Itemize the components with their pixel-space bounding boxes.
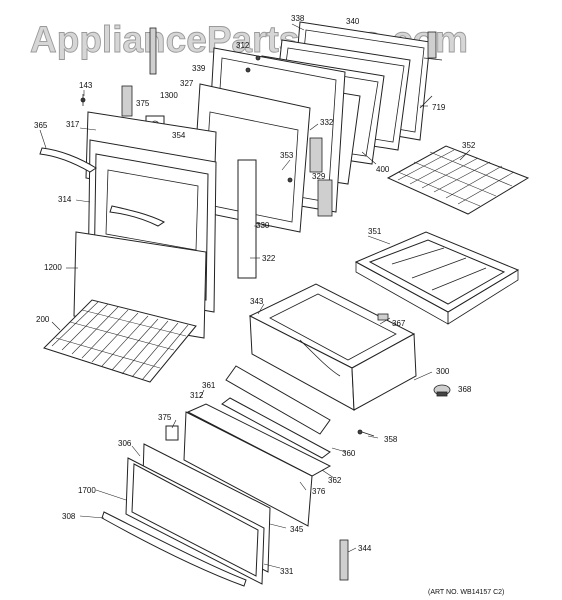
callout-322: 322 — [262, 254, 276, 263]
callout-340: 340 — [346, 17, 360, 26]
callout-200: 200 — [36, 315, 50, 324]
door-inner-panels — [191, 21, 431, 233]
broiler-pan — [354, 231, 520, 325]
callout-344: 344 — [358, 544, 372, 553]
broiler-rack — [386, 145, 530, 215]
callout-719: 719 — [432, 103, 446, 112]
callout-339: 339 — [192, 64, 206, 73]
callout-332: 332 — [320, 118, 334, 127]
callout-338: 338 — [291, 14, 305, 23]
leader-lines — [39, 23, 471, 569]
callout-314: 314 — [58, 195, 72, 204]
callout-365: 365 — [34, 121, 48, 130]
callout-351: 351 — [368, 227, 382, 236]
callout-312: 312 — [236, 41, 250, 50]
callout-329: 329 — [312, 172, 326, 181]
callout-361: 361 — [202, 381, 216, 390]
callout-1700: 1700 — [78, 486, 96, 495]
callout-368: 368 — [458, 385, 472, 394]
callout-362: 362 — [328, 476, 342, 485]
callout-1200: 1200 — [44, 263, 62, 272]
callout-labels: 143 317 365 375 354 327 1300 339 312 338… — [34, 14, 476, 576]
callout-300: 300 — [436, 367, 450, 376]
drawer-housing — [225, 283, 417, 435]
callout-352: 352 — [462, 141, 476, 150]
callout-306: 306 — [118, 439, 132, 448]
callout-375b: 375 — [158, 413, 172, 422]
drawer-assembly — [101, 397, 349, 587]
callout-360: 360 — [342, 449, 356, 458]
callout-1300: 1300 — [160, 91, 178, 100]
callout-400: 400 — [376, 165, 390, 174]
oven-door-assembly — [39, 111, 257, 339]
callout-331: 331 — [280, 567, 294, 576]
oven-rack — [43, 299, 197, 383]
foot-leveler — [433, 384, 451, 397]
art-number: (ART NO. WB14157 C2) — [428, 589, 504, 596]
callout-375: 375 — [136, 99, 150, 108]
callout-358: 358 — [384, 435, 398, 444]
callout-354: 354 — [172, 131, 186, 140]
callout-143: 143 — [79, 81, 93, 90]
callout-367: 367 — [392, 319, 406, 328]
callout-312b: 312 — [190, 391, 204, 400]
callout-317: 317 — [66, 120, 80, 129]
callout-353: 353 — [280, 151, 294, 160]
callout-343: 343 — [250, 297, 264, 306]
callout-376: 376 — [312, 487, 326, 496]
callout-345: 345 — [290, 525, 304, 534]
callout-308: 308 — [62, 512, 76, 521]
callout-327: 327 — [180, 79, 194, 88]
callout-330: 330 — [256, 221, 270, 230]
